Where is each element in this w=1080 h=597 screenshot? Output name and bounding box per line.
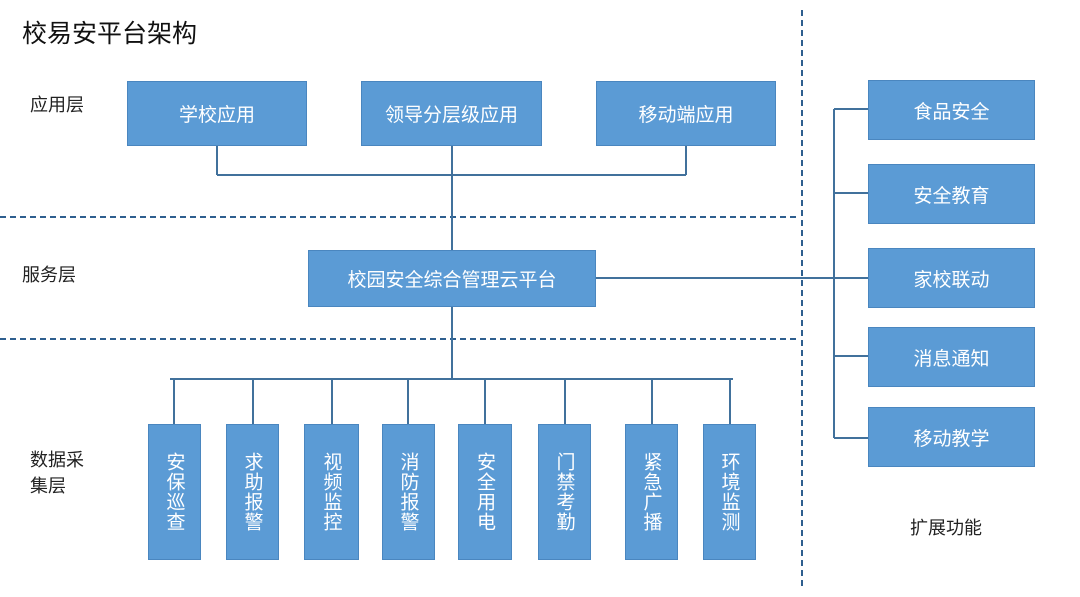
ext-node-mobile-teaching: 移动教学 (868, 407, 1035, 467)
platform-node: 校园安全综合管理云平台 (308, 250, 596, 307)
data-node-video-monitoring: 视频监控 (304, 424, 359, 560)
data-node-security-patrol: 安保巡查 (148, 424, 201, 560)
ext-node-home-school: 家校联动 (868, 248, 1035, 308)
layer-label-extension: 扩展功能 (910, 518, 982, 539)
data-node-environment-monitoring: 环境监测 (703, 424, 756, 560)
app-node-school: 学校应用 (127, 81, 307, 146)
app-node-leadership: 领导分层级应用 (361, 81, 542, 146)
layer-label-service: 服务层 (22, 265, 76, 286)
data-node-emergency-call: 求助报警 (226, 424, 279, 560)
extension-node-connectors (834, 108, 868, 439)
ext-node-notifications: 消息通知 (868, 327, 1035, 387)
layer-label-data-collection: 数据采集层 (30, 450, 84, 497)
ext-node-safety-education: 安全教育 (868, 164, 1035, 224)
diagram-title: 校易安平台架构 (22, 19, 198, 48)
data-node-connectors (173, 379, 731, 424)
app-node-mobile: 移动端应用 (596, 81, 776, 146)
ext-node-food-safety: 食品安全 (868, 80, 1035, 140)
data-node-electric-safety: 安全用电 (458, 424, 512, 560)
data-node-fire-alarm: 消防报警 (382, 424, 435, 560)
data-node-access-attendance: 门禁考勤 (538, 424, 591, 560)
layer-label-application: 应用层 (30, 95, 84, 116)
data-node-emergency-broadcast: 紧急广播 (625, 424, 678, 560)
